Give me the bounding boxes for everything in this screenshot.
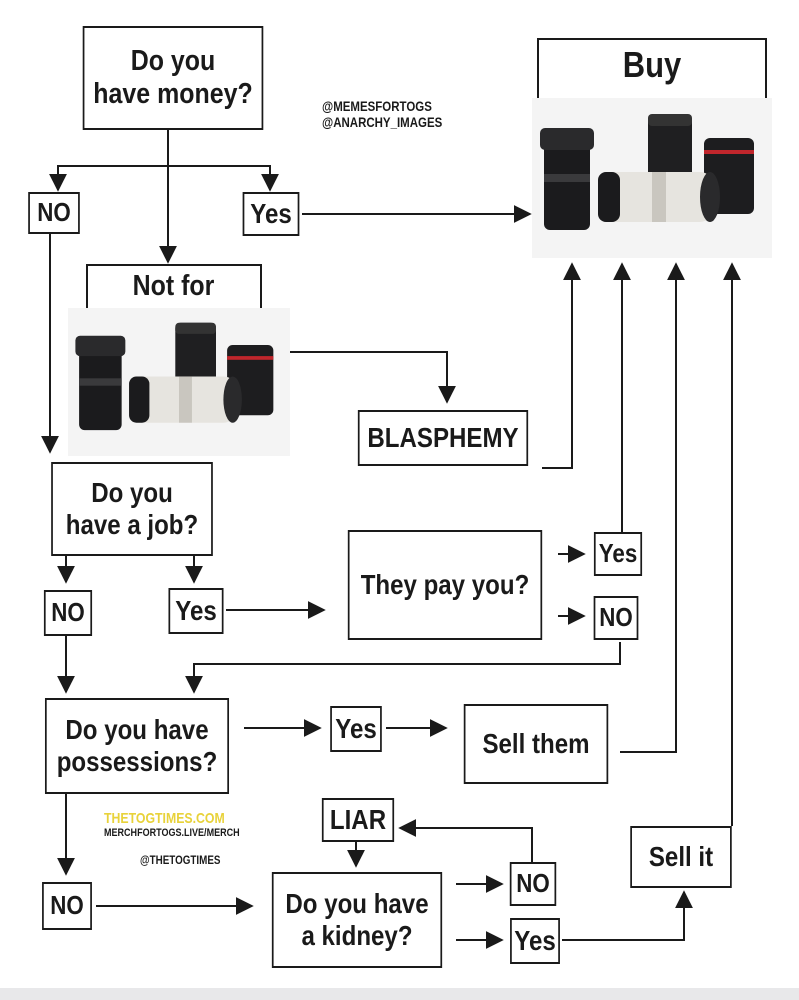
node-question-kidney: Do you have a kidney?	[271, 872, 443, 968]
node-blasphemy-label: BLASPHEMY	[367, 421, 519, 453]
node-kidney-yes-label: Yes	[514, 924, 556, 956]
node-possessions-yes: Yes	[330, 706, 382, 752]
node-question-job: Do you have a job?	[51, 462, 213, 556]
node-question-money: Do you have money?	[82, 26, 264, 130]
credit-handle: @THETOGTIMES	[140, 853, 221, 868]
node-job-yes-label: Yes	[175, 594, 217, 626]
node-sell-it: Sell it	[630, 826, 732, 888]
credit-handles: @MEMESFORTOGS @ANARCHY_IMAGES	[322, 98, 442, 130]
arrow-blasphemy-to-buy	[542, 262, 581, 469]
camera-lenses-image	[532, 98, 772, 258]
node-sell-them-label: Sell them	[482, 727, 590, 759]
node-not-for: Not for	[86, 264, 262, 314]
credit-merch-url: MERCHFORTOGS.LIVE/MERCH	[104, 827, 240, 840]
node-money-yes-label: Yes	[250, 197, 292, 229]
node-sell-it-label: Sell it	[648, 840, 714, 872]
node-money-no-label: NO	[37, 197, 71, 228]
arrow-money-to-no	[49, 130, 169, 192]
credit-site: THETOGTIMES.COM MERCHFORTOGS.LIVE/MERCH	[104, 810, 240, 840]
node-money-yes: Yes	[242, 192, 300, 236]
node-job-no-label: NO	[51, 597, 85, 628]
node-question-pay: They pay you?	[347, 530, 543, 640]
arrow-kidneyno-to-liar	[398, 819, 533, 862]
node-question-kidney-label: Do you have a kidney?	[285, 887, 429, 951]
arrow-notfor-to-blasphemy	[290, 351, 456, 404]
arrow-payno-to-possessions	[185, 642, 621, 694]
node-liar: LIAR	[321, 798, 395, 842]
node-sell-them: Sell them	[463, 704, 609, 784]
node-question-possessions: Do you have possessions?	[44, 698, 230, 794]
credit-site-url: THETOGTIMES.COM	[104, 810, 225, 827]
node-possessions-no-label: NO	[50, 890, 84, 921]
camera-lenses-image	[68, 308, 290, 456]
node-job-no: NO	[43, 590, 93, 636]
node-pay-yes-label: Yes	[598, 538, 638, 569]
node-pay-yes: Yes	[593, 532, 643, 576]
bottom-edge	[0, 988, 799, 1000]
arrow-money-to-yes	[168, 165, 279, 192]
node-blasphemy: BLASPHEMY	[357, 410, 529, 466]
node-liar-label: LIAR	[329, 803, 387, 835]
node-not-for-label: Not for	[133, 270, 215, 302]
node-possessions-yes-label: Yes	[335, 712, 377, 744]
node-possessions-no: NO	[42, 882, 92, 930]
node-question-possessions-label: Do you have possessions?	[56, 713, 218, 777]
node-question-pay-label: They pay you?	[360, 568, 530, 600]
credit-line-2: @ANARCHY_IMAGES	[322, 114, 443, 131]
credit-handle-text: @THETOGTIMES	[140, 853, 221, 867]
node-money-no: NO	[28, 192, 80, 234]
node-question-money-label: Do you have money?	[93, 44, 253, 110]
node-kidney-no: NO	[509, 862, 557, 906]
node-buy: Buy	[537, 38, 767, 104]
credit-line-1: @MEMESFORTOGS	[322, 98, 432, 114]
node-kidney-no-label: NO	[516, 868, 550, 899]
node-pay-no-label: NO	[599, 602, 633, 633]
node-buy-label: Buy	[622, 44, 682, 85]
node-question-job-label: Do you have a job?	[65, 476, 199, 540]
arrow-sellthem-to-buy	[620, 262, 685, 753]
node-job-yes: Yes	[168, 588, 224, 634]
node-pay-no: NO	[593, 596, 639, 640]
arrow-kidneyyes-to-sellit	[562, 890, 693, 941]
node-kidney-yes: Yes	[510, 918, 560, 964]
